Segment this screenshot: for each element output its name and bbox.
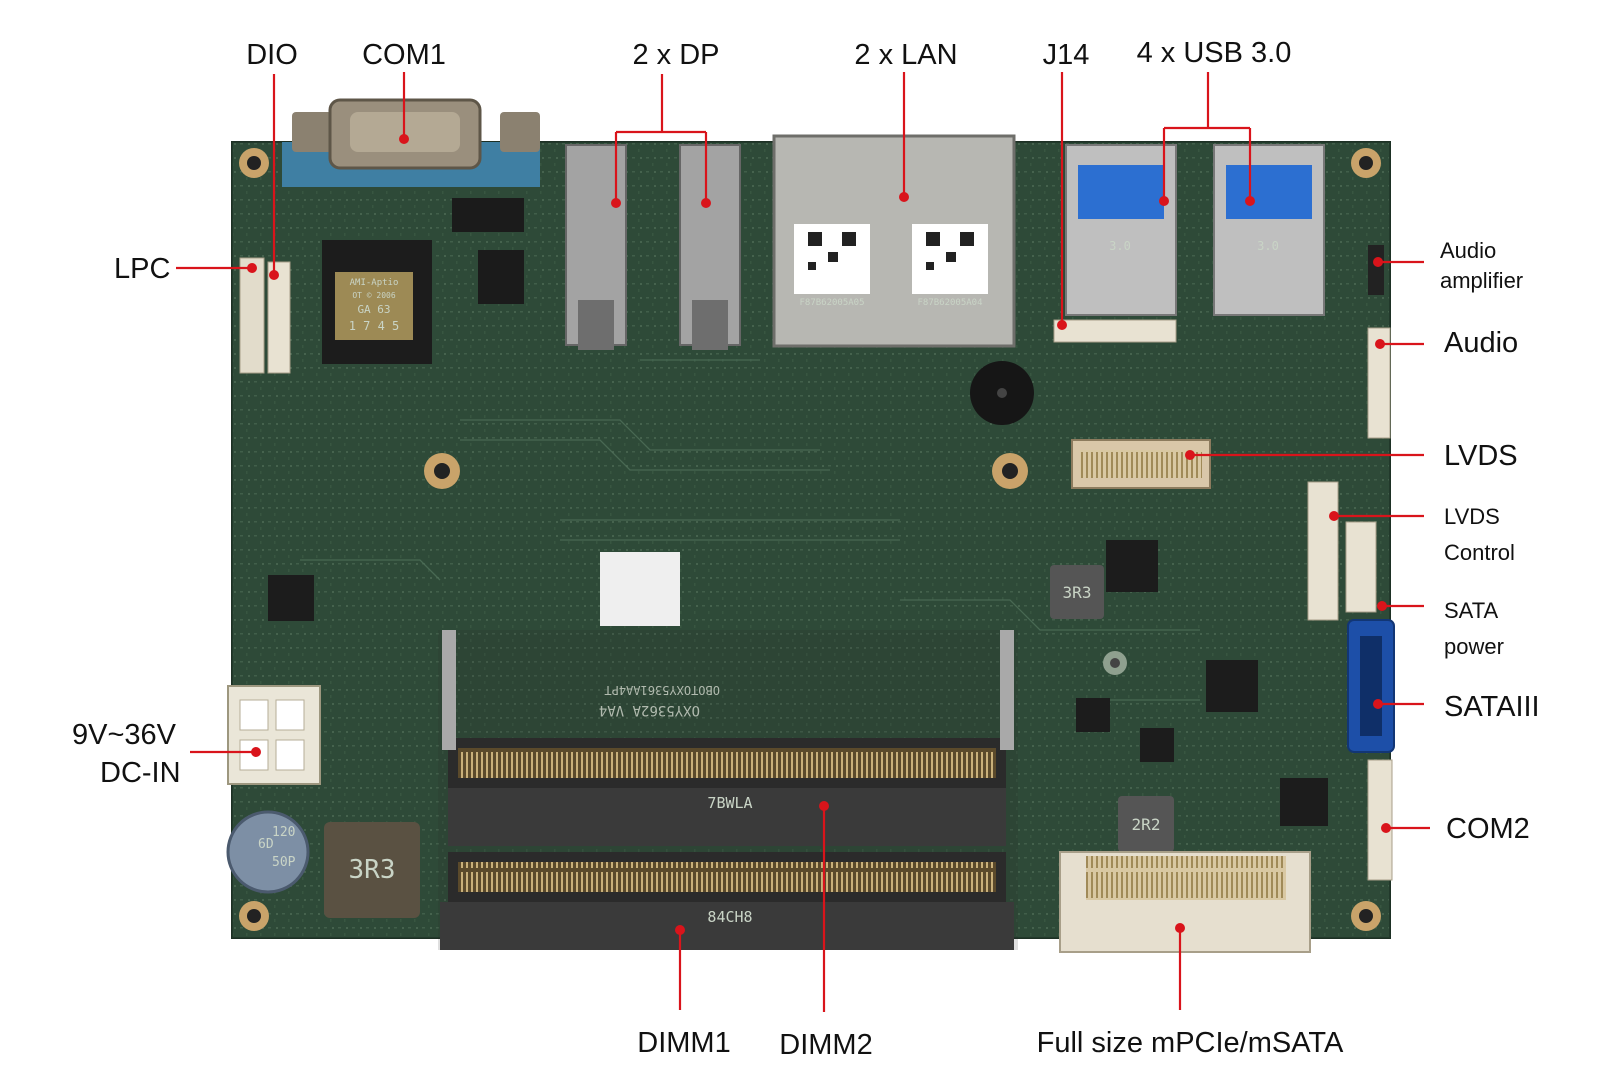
dc-in-connector [227,685,321,785]
label-dimm2: DIMM2 [779,1029,872,1061]
inductor-1-mark: 3R3 [1063,583,1092,602]
inductor-3-mark: 2R2 [1132,815,1161,834]
sata-connector [1347,619,1395,753]
dot-dcin [251,747,261,757]
inductor-3r3-bottom: 3R3 [324,822,420,918]
audio-header [1367,327,1391,439]
dot-dp-2 [701,198,711,208]
label-dp: 2 x DP [632,39,719,71]
j14-connector [1053,319,1177,343]
usb-1-mark: 3.0 [1109,239,1131,253]
dot-sata-power [1377,601,1387,611]
label-lan: 2 x LAN [854,39,957,71]
cap-mark-3: 50P [272,855,296,870]
leader-dp [614,74,708,200]
dot-j14 [1057,320,1067,330]
lan-qr-1-code: F87B62005A05 [799,298,864,308]
label-lpc: LPC [114,253,170,285]
com1-connector [282,98,540,187]
pin-header-block [452,198,524,304]
dot-usb-2 [1245,196,1255,206]
board-id-1: OXY5362A VA4 [599,702,700,718]
chips [268,540,1328,826]
dio-header [267,261,291,374]
inductor-2r2: 2R2 [1118,796,1174,852]
label-sata-power-line1: SATA [1444,598,1499,623]
leader-usb [1162,72,1252,198]
lpc-header [239,257,265,374]
dot-lpc [247,263,257,273]
lvds-connector [1071,439,1211,489]
label-dio: DIO [246,39,298,71]
dot-lvds [1185,450,1195,460]
buzzer [970,361,1034,425]
callout-labels: DIO COM1 2 x DP 2 x LAN J14 4 x USB 3.0 … [72,37,1540,1061]
label-dcin-line2: DC-IN [100,757,181,789]
com2-header [1367,759,1393,881]
dot-audio [1375,339,1385,349]
usb-port-2: 3.0 [1213,144,1325,316]
cap-mark-1: 6D [258,837,274,852]
label-audio-amp-line1: Audio [1440,238,1496,263]
inductor-3r3-top: 3R3 [1050,565,1104,619]
label-audio: Audio [1444,327,1518,359]
label-usb: 4 x USB 3.0 [1137,37,1292,69]
capacitor: 6D 120 50P [226,810,310,894]
sata-power-header [1345,521,1377,613]
dot-sataiii [1373,699,1383,709]
lan-ports: F87B62005A05 F87B62005A04 [772,134,1016,348]
label-dimm1: DIMM1 [637,1027,730,1059]
inductor-2-mark: 3R3 [349,855,396,885]
label-com2: COM2 [1446,813,1530,845]
label-lvds-ctrl-line1: LVDS [1444,504,1500,529]
dimm-slots: 7BWLA 84CH8 [438,630,1018,950]
bios-line3: GA 63 [357,303,390,316]
dimm1-mark: 84CH8 [707,908,752,926]
dot-com1 [399,134,409,144]
bios-label: AMI-Aptio [350,278,399,288]
bios-line4: 1 7 4 5 [349,319,400,333]
usb-2-mark: 3.0 [1257,239,1279,253]
lan-qr-2-code: F87B62005A04 [917,298,982,308]
dot-audio-amp [1373,257,1383,267]
sio-chip: AMI-Aptio OT © 2006 GA 63 1 7 4 5 [322,240,432,364]
label-audio-amp-line2: amplifier [1440,268,1523,293]
cap-mark-2: 120 [272,825,295,840]
label-dcin-line1: 9V~36V [72,719,177,751]
label-lvds-ctrl-line2: Control [1444,540,1515,565]
board-id-2: OBOTOXY5361AA4PT [604,683,720,697]
dot-dimm2 [819,801,829,811]
label-sataiii: SATAIII [1444,691,1540,723]
bios-line2: OT © 2006 [352,291,396,300]
lvds-control-header [1307,481,1339,621]
audio-amp-header [1368,245,1384,295]
dimm2-mark: 7BWLA [707,794,752,812]
label-j14: J14 [1043,39,1090,71]
label-sticker [600,552,680,626]
dot-dio [269,270,279,280]
mounting-holes [239,148,1381,931]
label-com1: COM1 [362,39,446,71]
dot-lvds-ctrl [1329,511,1339,521]
dp-port-2 [679,144,741,350]
usb-port-1: 3.0 [1065,144,1177,316]
dot-com2 [1381,823,1391,833]
dot-dp-1 [611,198,621,208]
label-sata-power-line2: power [1444,634,1504,659]
label-lvds: LVDS [1444,440,1518,472]
leader-lines [176,72,1430,1012]
dot-dimm1 [675,925,685,935]
dot-lan [899,192,909,202]
mpcie-slot [1059,851,1311,953]
dot-mpcie [1175,923,1185,933]
label-mpcie: Full size mPCIe/mSATA [1037,1027,1344,1059]
dot-usb-1 [1159,196,1169,206]
